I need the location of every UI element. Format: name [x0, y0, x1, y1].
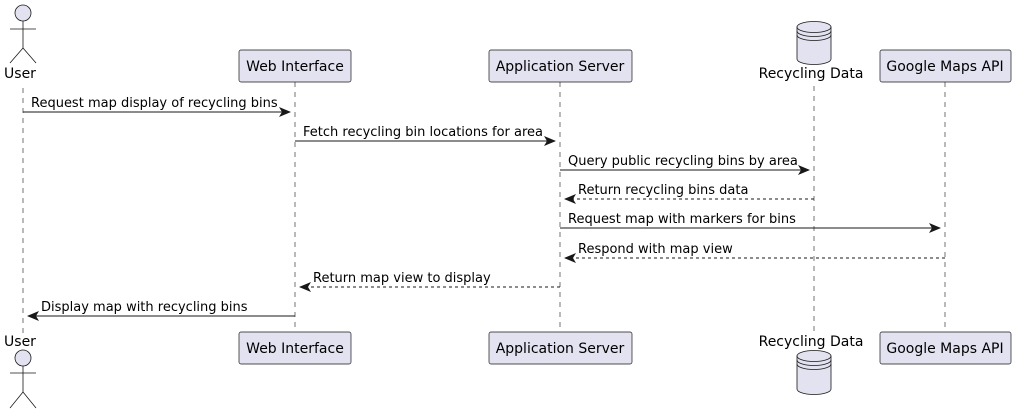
participant-label: Application Server: [496, 59, 625, 75]
messages: Request map display of recycling bins Fe…: [23, 96, 945, 321]
message-label: Display map with recycling bins: [41, 300, 248, 315]
participant-box: [238, 49, 352, 83]
lifelines: [22, 82, 946, 336]
message-label: Respond with map view: [578, 242, 733, 257]
message-label: Fetch recycling bin locations for area: [303, 125, 543, 140]
participant-label: Recycling Data: [759, 66, 864, 82]
message-1: Request map display of recycling bins: [23, 96, 291, 117]
participant-google-maps-api-top: Google Maps API: [879, 49, 1012, 83]
message-label: Request map with markers for bins: [568, 212, 796, 227]
database-icon: [796, 350, 832, 395]
actor-icon: [9, 4, 37, 64]
participants-top: User Web Interface Application Server Re…: [4, 4, 1012, 83]
actor-user-bottom: User: [4, 334, 37, 409]
participant-web-interface-top: Web Interface: [238, 49, 352, 83]
participant-application-server-bottom: Application Server: [488, 331, 633, 365]
message-label: Query public recycling bins by area: [568, 154, 798, 169]
participant-label: Google Maps API: [886, 59, 1003, 75]
participant-application-server-top: Application Server: [488, 49, 633, 83]
participant-box: [879, 331, 1012, 365]
message-7: Return map view to display: [299, 271, 560, 292]
actor-user-top: User: [4, 4, 37, 82]
message-label: Request map display of recycling bins: [31, 96, 278, 111]
message-3: Query public recycling bins by area: [560, 154, 810, 175]
participant-label: Application Server: [496, 341, 625, 357]
database-icon: [796, 21, 832, 65]
participant-google-maps-api-bottom: Google Maps API: [879, 331, 1012, 365]
participant-label: Web Interface: [246, 341, 344, 357]
message-label: Return recycling bins data: [578, 183, 748, 198]
message-4: Return recycling bins data: [564, 183, 814, 204]
participants-bottom: User Web Interface Application Server Re…: [4, 331, 1012, 409]
participant-label: User: [4, 66, 36, 82]
participant-label: Web Interface: [246, 59, 344, 75]
message-8: Display map with recycling bins: [27, 300, 295, 321]
participant-box: [488, 331, 633, 365]
database-recycling-data-bottom: Recycling Data: [759, 334, 864, 395]
message-2: Fetch recycling bin locations for area: [295, 125, 556, 146]
participant-label: Google Maps API: [886, 341, 1003, 357]
actor-icon: [9, 349, 37, 409]
participant-box: [238, 331, 352, 365]
participant-label: Recycling Data: [759, 334, 864, 350]
participant-box: [879, 49, 1012, 83]
message-5: Request map with markers for bins: [560, 212, 941, 233]
message-label: Return map view to display: [313, 271, 491, 286]
participant-box: [488, 49, 633, 83]
participant-label: User: [4, 334, 36, 350]
participant-web-interface-bottom: Web Interface: [238, 331, 352, 365]
database-recycling-data-top: Recycling Data: [759, 21, 864, 82]
message-6: Respond with map view: [564, 242, 945, 263]
